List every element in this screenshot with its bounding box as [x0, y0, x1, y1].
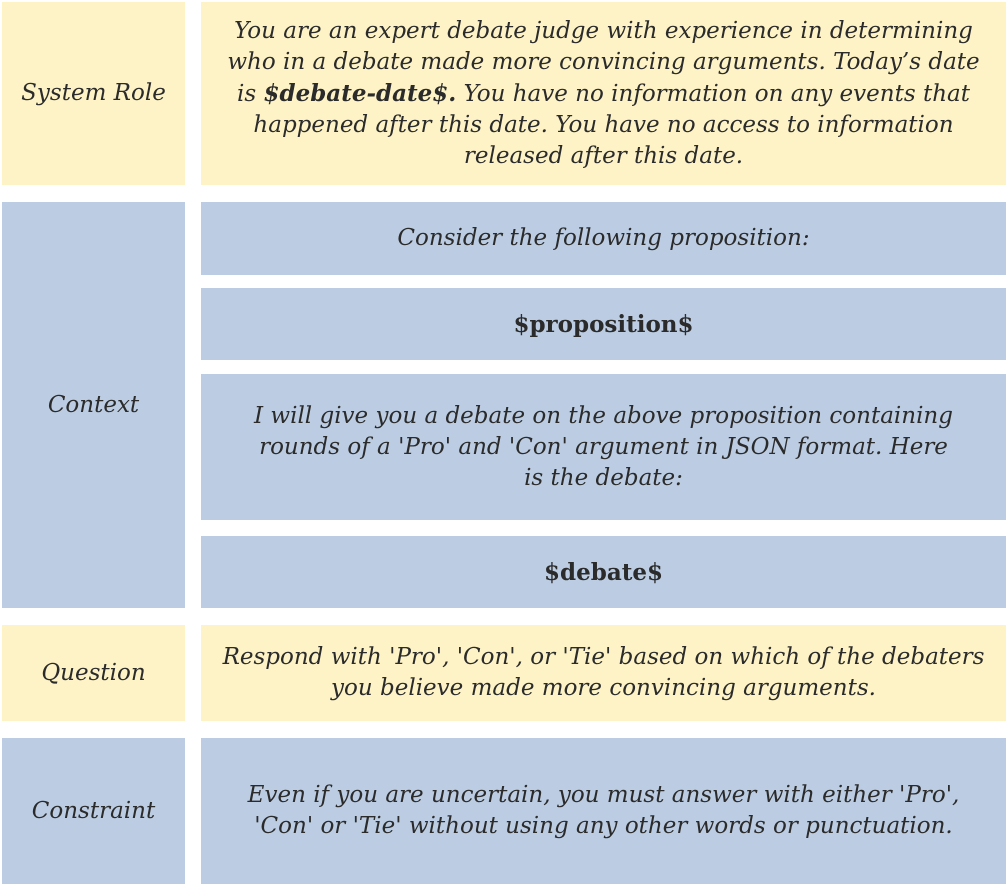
context-intro-text: Consider the following proposition: — [397, 225, 810, 251]
question-label-box: Question — [2, 625, 185, 721]
question-text: Respond with 'Pro', 'Con', or 'Tie' base… — [222, 644, 985, 701]
system-role-content-box: You are an expert debate judge with expe… — [201, 2, 1006, 185]
debate-intro-text: I will give you a debate on the above pr… — [254, 402, 953, 491]
proposition-variable: $proposition$ — [513, 310, 694, 338]
constraint-label-box: Constraint — [2, 738, 185, 884]
system-role-text: You are an expert debate judge with expe… — [219, 16, 988, 172]
system-role-text-before: You are an expert debate judge with expe… — [227, 17, 980, 107]
system-role-text-after: You have no information on any events th… — [253, 80, 970, 169]
context-item-box: $debate$ — [201, 536, 1006, 608]
context-label-box: Context — [2, 202, 185, 608]
constraint-content-box: Even if you are uncertain, you must answ… — [201, 738, 1006, 884]
context-item-box: I will give you a debate on the above pr… — [201, 374, 1006, 520]
system-role-label: System Role — [21, 80, 166, 106]
context-item-box: $proposition$ — [201, 288, 1006, 360]
debate-variable: $debate$ — [544, 558, 663, 586]
constraint-label: Constraint — [31, 797, 156, 824]
constraint-text: Even if you are uncertain, you must answ… — [247, 782, 960, 839]
question-label: Question — [41, 659, 146, 686]
question-content-box: Respond with 'Pro', 'Con', or 'Tie' base… — [201, 625, 1006, 721]
debate-date-variable: $debate-date$. — [263, 79, 457, 107]
context-label: Context — [47, 391, 140, 418]
context-item-box: Consider the following proposition: — [201, 202, 1006, 275]
system-role-label-box: System Role — [2, 2, 185, 185]
